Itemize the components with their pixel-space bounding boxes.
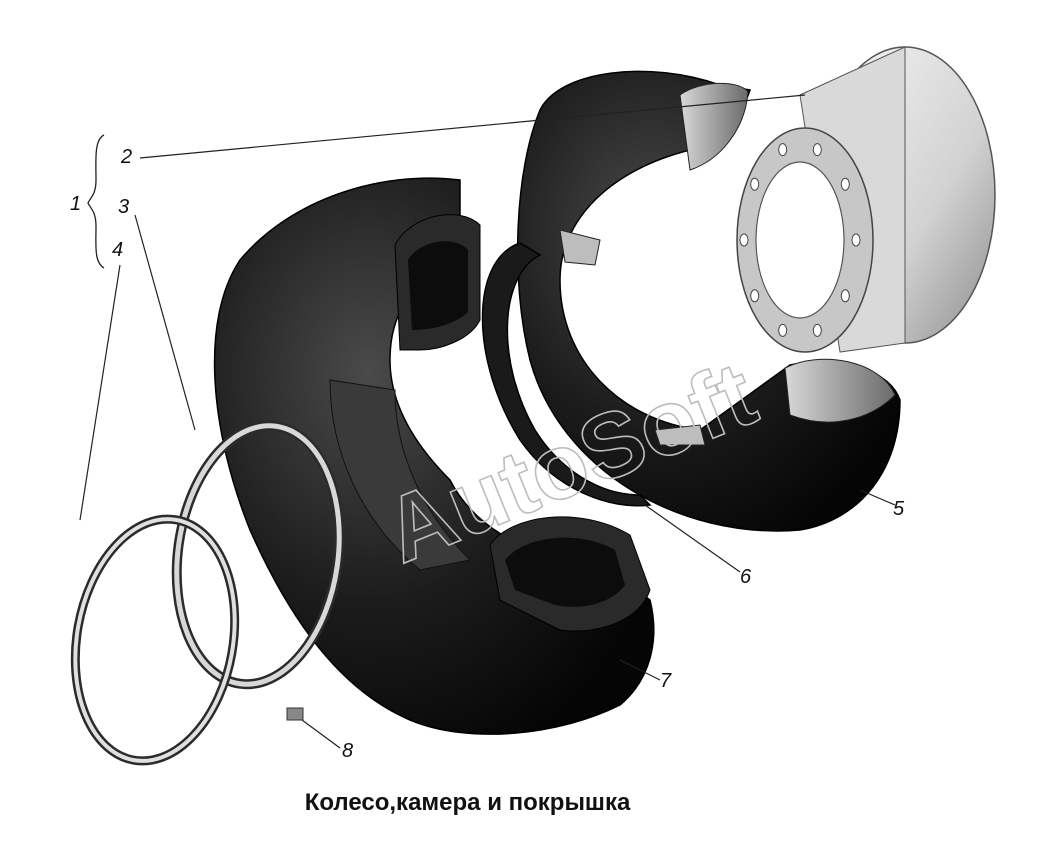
bolt-hole xyxy=(840,289,850,303)
group-bracket xyxy=(87,134,105,269)
tyre xyxy=(213,177,655,735)
wheel-rim xyxy=(736,46,996,353)
callout-4: 4 xyxy=(112,239,123,261)
bolt-hole xyxy=(778,323,788,337)
bolt-hole xyxy=(750,289,760,303)
bolt-hole xyxy=(851,233,861,247)
callout-6: 6 xyxy=(740,566,752,588)
valve-part xyxy=(286,707,304,721)
callout-1: 1 xyxy=(70,193,81,215)
callout-3: 3 xyxy=(118,196,129,218)
diagram-caption: Колесо,камера и покрышка xyxy=(304,789,631,816)
bolt-hole xyxy=(778,143,788,157)
bolt-hole xyxy=(812,143,822,157)
callout-2: 2 xyxy=(120,146,132,168)
side-ring xyxy=(171,420,345,690)
rim-flap xyxy=(481,242,652,507)
bolt-hole xyxy=(739,233,749,247)
lock-ring xyxy=(70,514,240,766)
callout-7: 7 xyxy=(660,670,672,692)
callout-5: 5 xyxy=(893,498,905,520)
callout-8: 8 xyxy=(342,740,353,762)
rim-bolt-holes xyxy=(739,143,861,337)
bolt-hole xyxy=(750,177,760,191)
bolt-hole xyxy=(812,323,822,337)
leader-lines xyxy=(79,94,896,749)
bolt-hole xyxy=(840,177,850,191)
